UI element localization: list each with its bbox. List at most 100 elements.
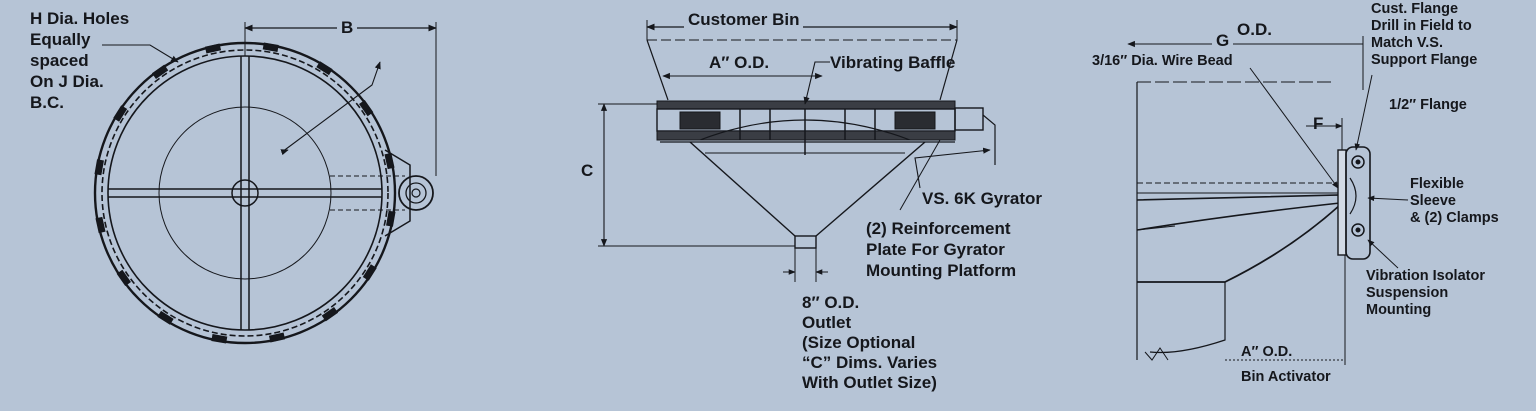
baffle-section bbox=[1136, 194, 1341, 231]
holes-note-line: H Dia. Holes bbox=[30, 9, 130, 28]
outlet-label: 8″ O.D. Outlet (Size Optional “C” Dims. … bbox=[802, 293, 937, 393]
half-flange-label: 1/2″ Flange bbox=[1389, 97, 1467, 113]
center-hub bbox=[231, 179, 259, 207]
detail-section bbox=[1127, 36, 1409, 365]
cust-flange-line: Cust. Flange bbox=[1371, 1, 1459, 17]
flexible-sleeve-line: Flexible bbox=[1410, 176, 1464, 192]
outlet-spout bbox=[794, 235, 817, 249]
reinforcement-line: Mounting Platform bbox=[866, 261, 1017, 280]
baffle-leader bbox=[803, 61, 830, 105]
outlet-line: Outlet bbox=[802, 313, 852, 332]
outlet-line: (Size Optional bbox=[802, 333, 916, 352]
outlet-line: With Outlet Size) bbox=[802, 373, 937, 392]
isolator-right bbox=[894, 111, 936, 130]
holes-note-line: B.C. bbox=[30, 93, 64, 112]
cust-flange-line: Support Flange bbox=[1371, 52, 1478, 68]
clamp-bottom bbox=[1351, 223, 1365, 237]
section-arrow bbox=[280, 61, 381, 156]
dim-b-label: B bbox=[337, 17, 358, 38]
bolt-tab bbox=[94, 159, 104, 176]
gyrator-motor-outer bbox=[398, 175, 434, 211]
cust-flange-label: Cust. Flange Drill in Field to Match V.S… bbox=[1371, 1, 1477, 69]
holes-note-line: Equally bbox=[30, 30, 91, 49]
gyrator-leader bbox=[914, 147, 991, 189]
bolt-tab bbox=[362, 264, 377, 281]
g-label: G bbox=[1212, 30, 1234, 51]
wire-bead-label: 3/16″ Dia. Wire Bead bbox=[1092, 53, 1233, 69]
flexible-sleeve-line: Sleeve bbox=[1410, 193, 1456, 209]
reinforcement-line: (2) Reinforcement bbox=[866, 219, 1011, 238]
baffle-dome bbox=[699, 119, 911, 141]
reinforcement-line: Plate For Gyrator bbox=[866, 240, 1005, 259]
gyrator-label: VS. 6K Gyrator bbox=[922, 189, 1042, 208]
activator-wall bbox=[1137, 204, 1341, 283]
bolt-tab bbox=[157, 310, 174, 325]
clamp-top bbox=[1351, 155, 1365, 169]
isolator-leader bbox=[1367, 239, 1399, 269]
customer-bin-label: Customer Bin bbox=[684, 9, 804, 30]
dim-f-label: F bbox=[1313, 114, 1324, 133]
bolt-tab bbox=[316, 61, 333, 76]
gyrator-bracket-side bbox=[982, 114, 996, 165]
clamp-bottom-bolt bbox=[1355, 227, 1361, 233]
top-view bbox=[93, 22, 437, 345]
g-od-label: O.D. bbox=[1237, 20, 1272, 39]
holes-leader bbox=[102, 44, 179, 63]
holes-note: H Dia. Holes Equally spaced On J Dia. B.… bbox=[30, 8, 129, 113]
outlet-line: 8″ O.D. bbox=[802, 293, 860, 312]
bolt-tab bbox=[151, 64, 169, 79]
wire-bead-leader bbox=[1249, 67, 1339, 189]
clamp-top-bolt bbox=[1355, 159, 1361, 165]
top-flange bbox=[656, 100, 956, 110]
holes-note-line: spaced bbox=[30, 51, 89, 70]
activator-cone bbox=[1149, 282, 1226, 354]
holes-note-line: On J Dia. bbox=[30, 72, 104, 91]
bin-activator-label: Bin Activator bbox=[1241, 369, 1331, 385]
baffle-tip bbox=[1136, 225, 1176, 231]
gyrator-bracket bbox=[384, 149, 411, 237]
bolt-tab bbox=[262, 42, 279, 52]
inner-ring bbox=[107, 55, 383, 331]
bolt-tab bbox=[384, 152, 395, 170]
bin-wall-left bbox=[646, 39, 669, 101]
bolt-tab bbox=[95, 216, 106, 234]
bolt-tab bbox=[211, 334, 228, 344]
cone-right bbox=[815, 141, 926, 237]
lower-flange bbox=[656, 130, 956, 141]
bolt-tab bbox=[321, 307, 339, 322]
flexible-sleeve-label: Flexible Sleeve & (2) Clamps bbox=[1410, 176, 1499, 227]
outer-ring bbox=[93, 41, 397, 345]
cust-flange-line: Match V.S. bbox=[1371, 35, 1443, 51]
a-od-bottom-label: A″ O.D. bbox=[1241, 344, 1293, 360]
a-od-label: A″ O.D. bbox=[705, 52, 774, 73]
bolt-circle bbox=[101, 49, 389, 337]
bolt-tab bbox=[359, 99, 374, 117]
isolator-line: Mounting bbox=[1366, 302, 1432, 318]
outlet-line: “C” Dims. Varies bbox=[802, 353, 938, 372]
isolator-label: Vibration Isolator Suspension Mounting bbox=[1366, 268, 1485, 319]
reinforcement-label: (2) Reinforcement Plate For Gyrator Moun… bbox=[866, 218, 1016, 281]
cust-flange-line: Drill in Field to bbox=[1371, 18, 1472, 34]
plate-leader bbox=[899, 139, 941, 211]
center-cone-circle bbox=[158, 106, 332, 280]
sleeve-fold bbox=[1349, 177, 1357, 215]
cust-flange-leader bbox=[1354, 74, 1373, 151]
break-mark bbox=[1144, 347, 1169, 361]
bolt-tab bbox=[268, 332, 286, 343]
isolator-line: Vibration Isolator bbox=[1366, 268, 1485, 284]
gyrator-motor-shaft bbox=[411, 188, 421, 198]
side-view bbox=[598, 20, 996, 282]
isolator-line: Suspension bbox=[1366, 285, 1449, 301]
sleeve-leader bbox=[1367, 195, 1409, 202]
bolt-tab bbox=[116, 269, 131, 287]
bin-wall-right bbox=[939, 39, 958, 101]
bolt-tabs bbox=[94, 42, 396, 344]
isolator-left bbox=[679, 111, 721, 130]
activator-flange bbox=[1337, 149, 1347, 256]
bolt-tab bbox=[204, 43, 222, 54]
gyrator-housing bbox=[954, 107, 984, 131]
dim-c-label: C bbox=[577, 160, 598, 181]
gyrator-motor-inner bbox=[405, 182, 427, 204]
